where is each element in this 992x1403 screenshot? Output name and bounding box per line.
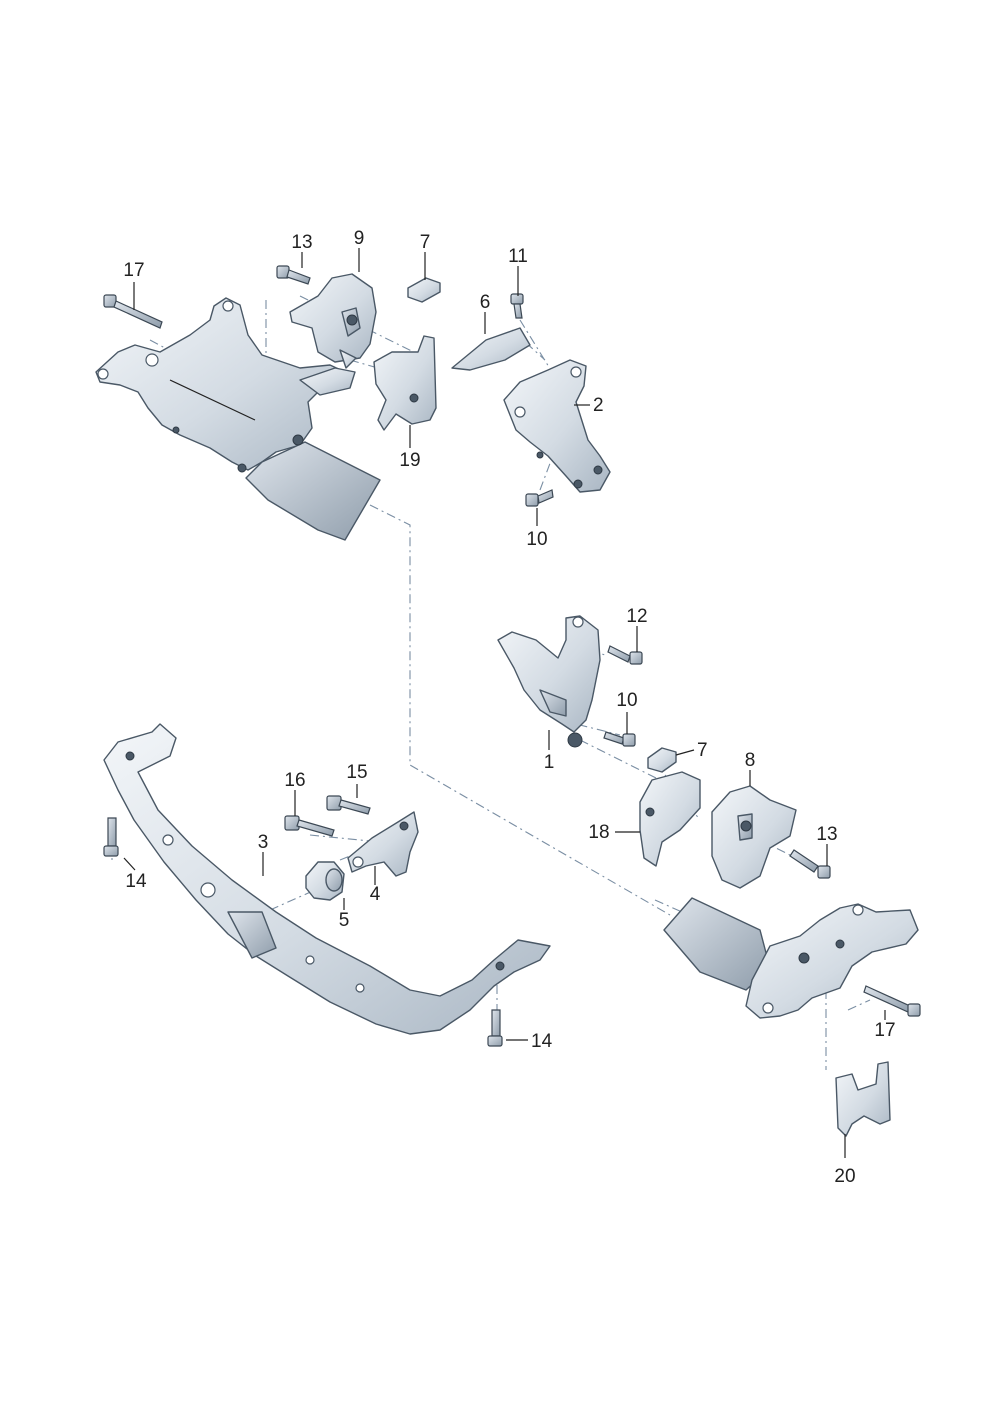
label-8: 8: [745, 750, 756, 771]
bolt-17-upper: [103, 294, 163, 329]
bolt-12: [607, 645, 643, 665]
label-7-upper: 7: [420, 232, 431, 253]
clip-20: [835, 1061, 891, 1137]
bolt-10-middle: [603, 731, 636, 747]
label-15: 15: [346, 762, 367, 783]
label-2: 2: [593, 395, 604, 416]
bracket-4: [347, 811, 419, 877]
label-17-upper: 17: [123, 260, 144, 281]
leader-lines: [123, 248, 886, 1158]
cross-member-3: [103, 723, 551, 1035]
bracket-1: [497, 615, 601, 748]
label-19: 19: [399, 450, 420, 471]
label-14-right: 14: [531, 1031, 553, 1052]
label-13-middle: 13: [816, 824, 837, 845]
label-10-middle: 10: [616, 690, 637, 711]
bushing-5: [305, 861, 345, 901]
bolt-13-upper: [276, 265, 311, 285]
label-9: 9: [354, 228, 365, 249]
label-10-upper: 10: [526, 529, 547, 550]
bolt-14-right: [487, 1009, 503, 1047]
bolt-16: [284, 815, 335, 837]
label-1: 1: [544, 752, 555, 773]
label-18: 18: [588, 822, 609, 843]
engine-mount-9: [289, 273, 377, 369]
bolt-13-middle: [789, 849, 831, 879]
cap-7-middle: [647, 747, 677, 773]
cap-7-upper: [407, 277, 441, 303]
label-17-lower: 17: [874, 1020, 895, 1041]
bolt-15: [326, 795, 371, 815]
label-11: 11: [508, 246, 528, 267]
bolt-10-upper: [525, 489, 554, 507]
label-7-middle: 7: [697, 740, 708, 761]
label-13-upper: 13: [291, 232, 312, 253]
part-labels: 17 13 9 7 6 11 2 19 10 12 10 1 7 8 18 13…: [123, 228, 895, 1187]
bracket-19: [373, 335, 437, 431]
label-20: 20: [834, 1166, 855, 1187]
bolt-17-lower: [863, 985, 921, 1017]
bolt-14-left: [103, 817, 119, 857]
label-16: 16: [284, 770, 305, 791]
label-3: 3: [258, 832, 269, 853]
bolt-11: [510, 293, 524, 319]
label-12: 12: [626, 606, 647, 627]
label-5: 5: [339, 910, 350, 931]
label-14-left: 14: [125, 871, 147, 892]
label-4: 4: [370, 884, 381, 905]
subframe-carrier-left: [95, 297, 381, 541]
subframe-carrier-right: [663, 897, 919, 1019]
engine-mount-8: [711, 785, 797, 889]
bracket-18: [639, 771, 701, 867]
label-6: 6: [480, 292, 491, 313]
bracket-2: [503, 359, 611, 493]
heat-shield-6: [451, 327, 531, 371]
